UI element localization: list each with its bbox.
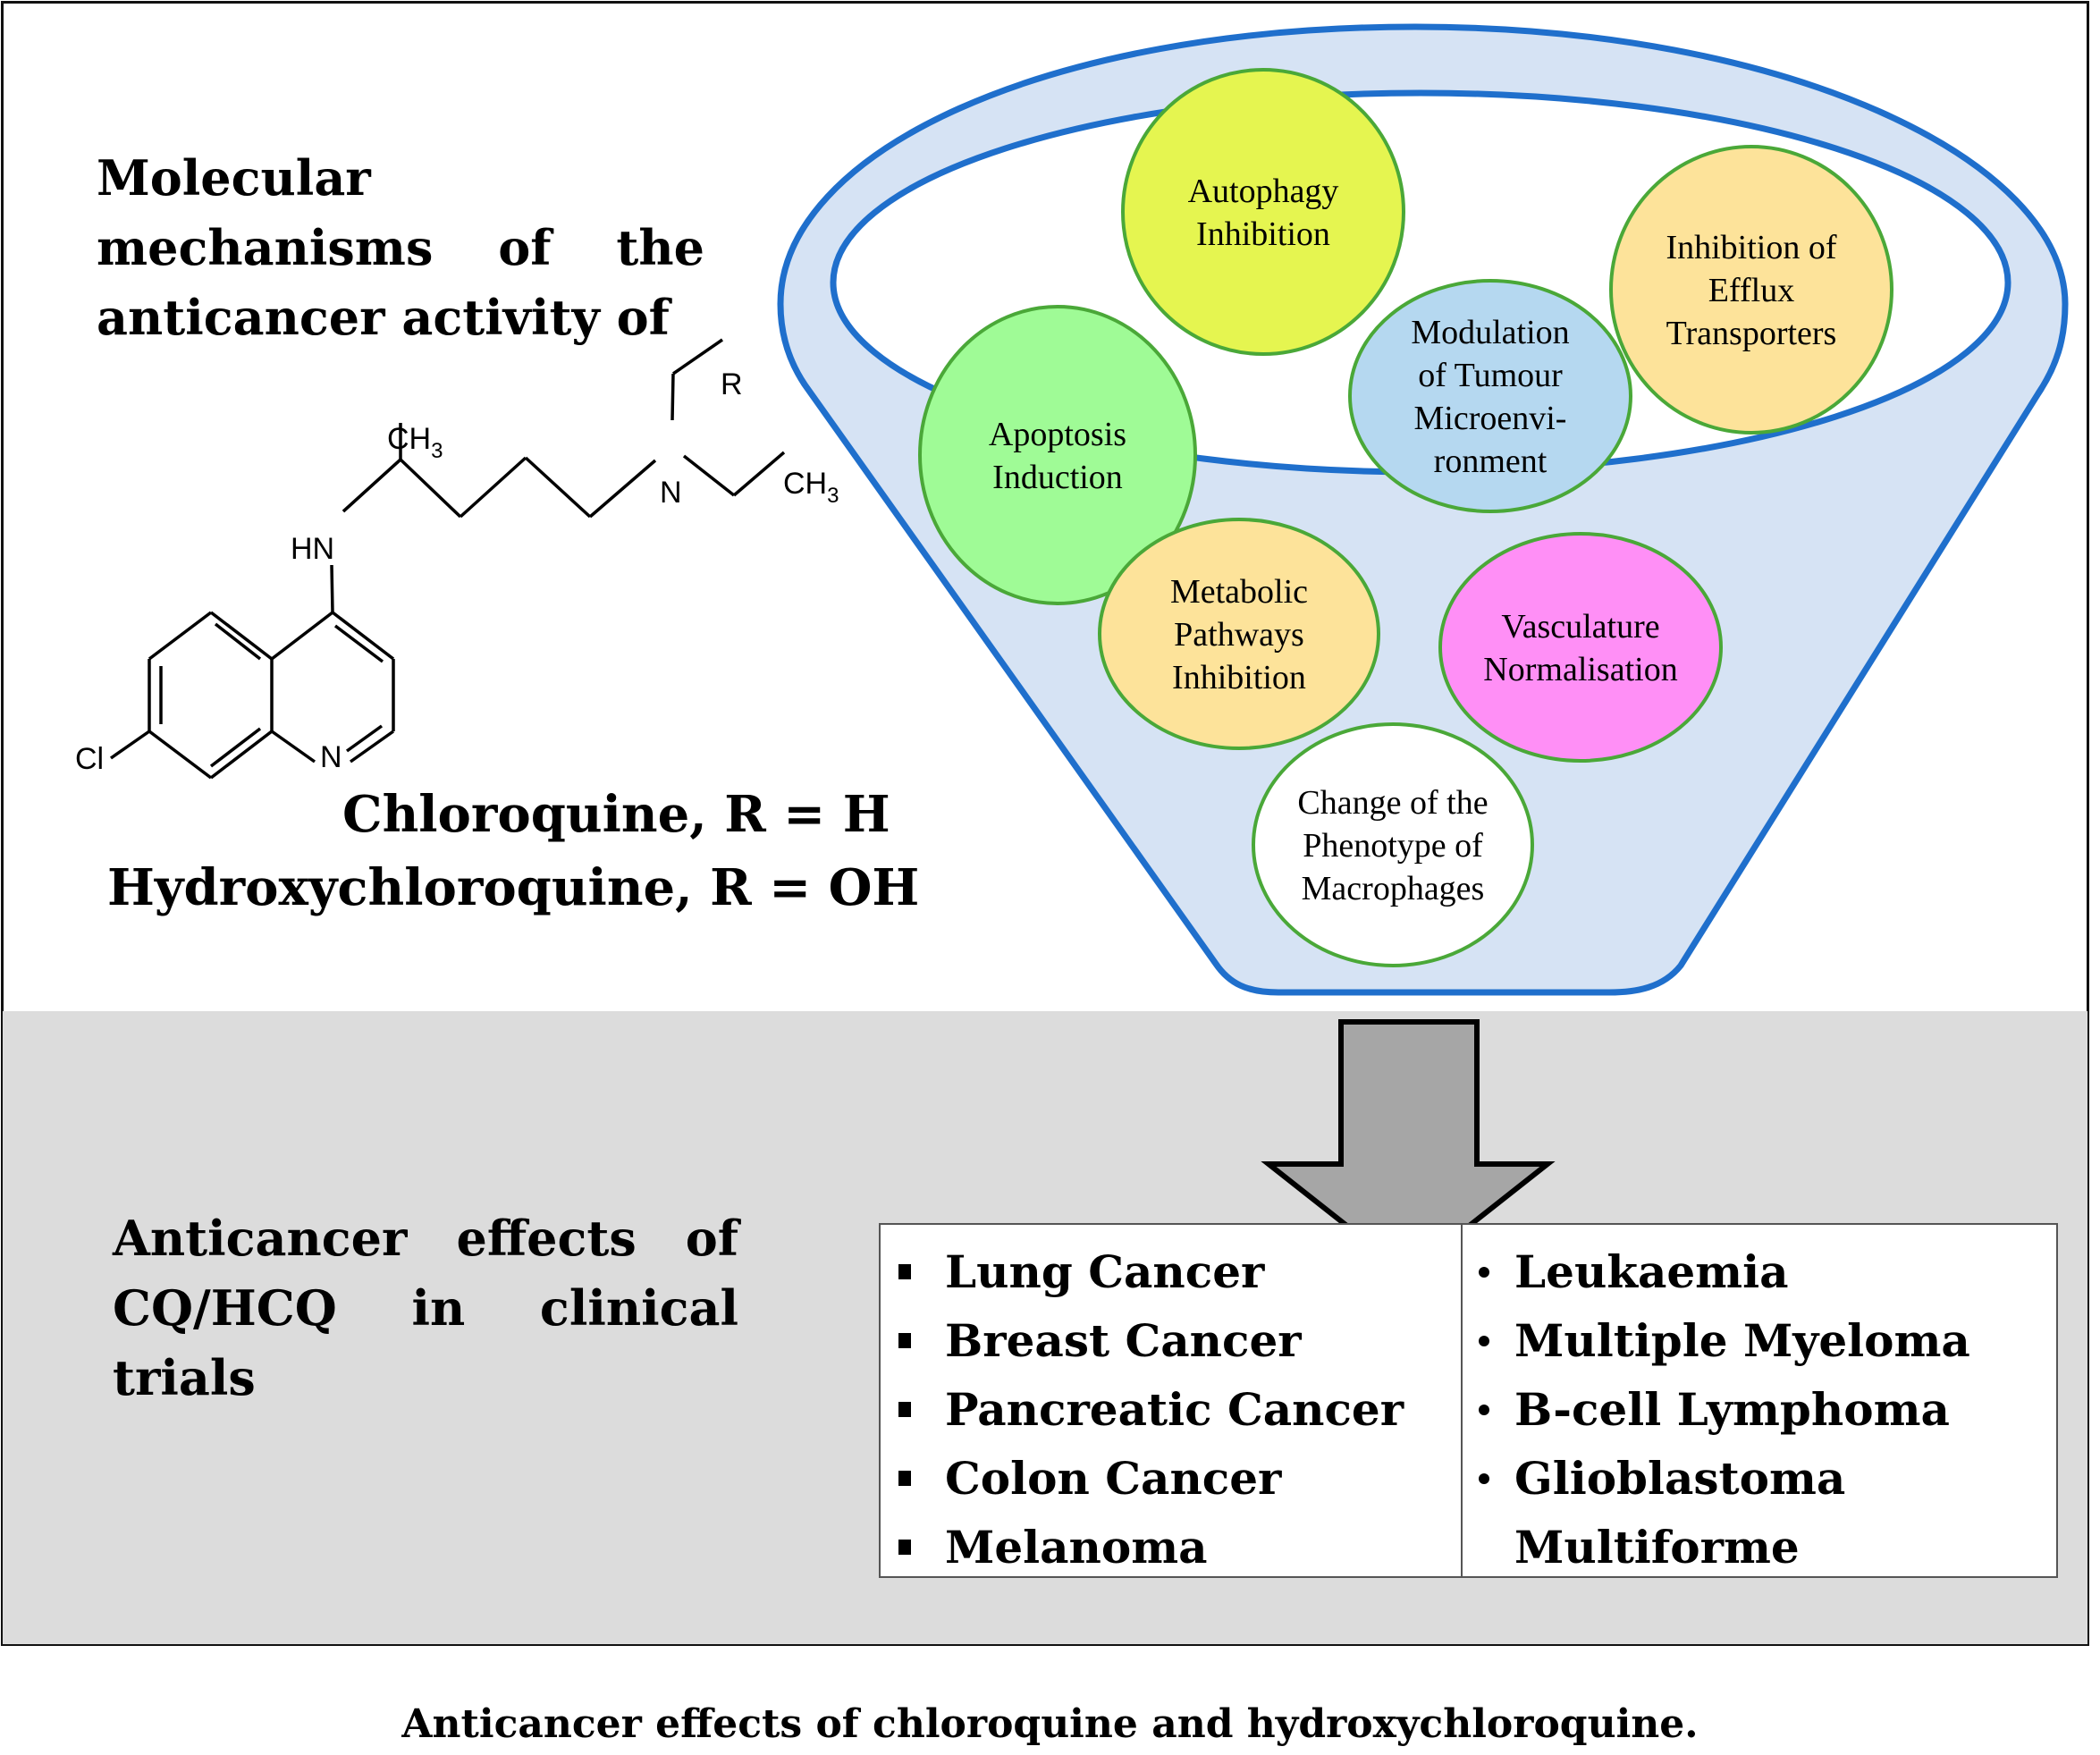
- structure-labels: R CH3 N CH3 HN N Cl: [75, 367, 839, 776]
- mechanism-label: Inhibition: [1172, 659, 1306, 696]
- heading-line: anticancer activity of: [97, 289, 670, 346]
- chloroquine-structure: [109, 338, 786, 780]
- square-bullet-icon: [898, 1540, 911, 1555]
- figure-caption: Anticancer effects of chloroquine and hy…: [401, 1701, 1699, 1747]
- square-bullet-icon: [898, 1471, 911, 1486]
- mechanism-label: Pathways: [1174, 616, 1304, 654]
- mechanism-label: Induction: [992, 459, 1123, 496]
- mechanism-label: Inhibition: [1196, 215, 1330, 253]
- amine-nitrogen-label: N: [660, 476, 682, 510]
- list-item: Lung Cancer: [891, 1237, 1461, 1306]
- mechanism-circle: [1098, 518, 1380, 750]
- list-item: Breast Cancer: [891, 1306, 1461, 1375]
- mechanism-circle: [1252, 722, 1534, 967]
- mechanism-label: Macrophages: [1302, 870, 1485, 907]
- round-bullet-icon: [1479, 1404, 1489, 1415]
- chloroquine-label: Chloroquine, R = H: [342, 785, 890, 844]
- mechanism-circle: [1121, 68, 1405, 356]
- mechanism-label: Metabolic: [1170, 573, 1308, 611]
- square-bullet-icon: [898, 1333, 911, 1348]
- list-item: Multiple Myeloma: [1475, 1306, 2056, 1375]
- mechanisms-heading: Molecular mechanisms of the anticancer a…: [97, 143, 704, 352]
- mechanism-label: Phenotype of: [1303, 827, 1483, 865]
- mechanism-label: Normalisation: [1483, 651, 1677, 688]
- mechanism-circle: [1348, 279, 1632, 513]
- mechanism-label: Change of the: [1297, 784, 1488, 822]
- mechanism-label: Microenvi-: [1414, 400, 1567, 437]
- solid-tumours-column: Lung Cancer Breast Cancer Pancreatic Can…: [881, 1225, 1463, 1576]
- heading-line: Molecular: [97, 149, 371, 207]
- hydroxychloroquine-label: Hydroxychloroquine, R = OH: [107, 858, 920, 917]
- hn-label: HN: [291, 532, 334, 566]
- list-item: Leukaemia: [1475, 1237, 2056, 1306]
- list-item-continuation: Multiforme: [1514, 1521, 1800, 1574]
- methyl-top-label: CH3: [387, 422, 443, 463]
- cancer-types-table: Lung Cancer Breast Cancer Pancreatic Can…: [879, 1223, 2058, 1578]
- mechanism-label: Efflux: [1708, 272, 1794, 309]
- down-arrow-icon: [1261, 1019, 1556, 1278]
- mechanism-circle: [1438, 532, 1723, 763]
- round-bullet-icon: [1479, 1335, 1489, 1346]
- mechanism-circle: [1609, 145, 1893, 435]
- list-item: Glioblastoma: [1475, 1444, 2056, 1513]
- mechanism-label: Transporters: [1666, 315, 1837, 352]
- mechanism-label: Vasculature: [1501, 608, 1659, 645]
- mechanism-label: Apoptosis: [989, 416, 1126, 453]
- heading-line: mechanisms of the: [97, 219, 704, 276]
- square-bullet-icon: [898, 1402, 911, 1417]
- clinical-trials-heading: Anticancer effects of CQ/HCQ in clinical…: [113, 1203, 738, 1413]
- mechanism-circle: [918, 305, 1197, 605]
- round-bullet-icon: [1479, 1472, 1489, 1484]
- list-item: Colon Cancer: [891, 1444, 1461, 1513]
- mechanism-label: of Tumour: [1418, 357, 1563, 394]
- round-bullet-icon: [1479, 1266, 1489, 1278]
- methyl-right-label: CH3: [783, 467, 839, 508]
- mechanism-label: Modulation: [1411, 314, 1569, 351]
- list-item: Melanoma: [891, 1513, 1461, 1582]
- heading-line: CQ/HCQ in clinical: [113, 1279, 738, 1337]
- square-bullet-icon: [898, 1264, 911, 1279]
- r-group-label: R: [721, 367, 743, 401]
- chlorine-label: Cl: [75, 742, 104, 776]
- other-cancers-column: Leukaemia Multiple Myeloma B-cell Lympho…: [1463, 1225, 2056, 1576]
- list-item: B-cell Lymphoma: [1475, 1375, 2056, 1444]
- heading-line: trials: [113, 1349, 256, 1406]
- mechanism-label: Inhibition of: [1666, 229, 1836, 266]
- mechanism-label: Autophagy: [1188, 173, 1339, 210]
- heading-line: Anticancer effects of: [113, 1210, 738, 1267]
- mechanism-label: ronment: [1434, 443, 1548, 480]
- ring-nitrogen-label: N: [320, 740, 342, 774]
- list-item: Pancreatic Cancer: [891, 1375, 1461, 1444]
